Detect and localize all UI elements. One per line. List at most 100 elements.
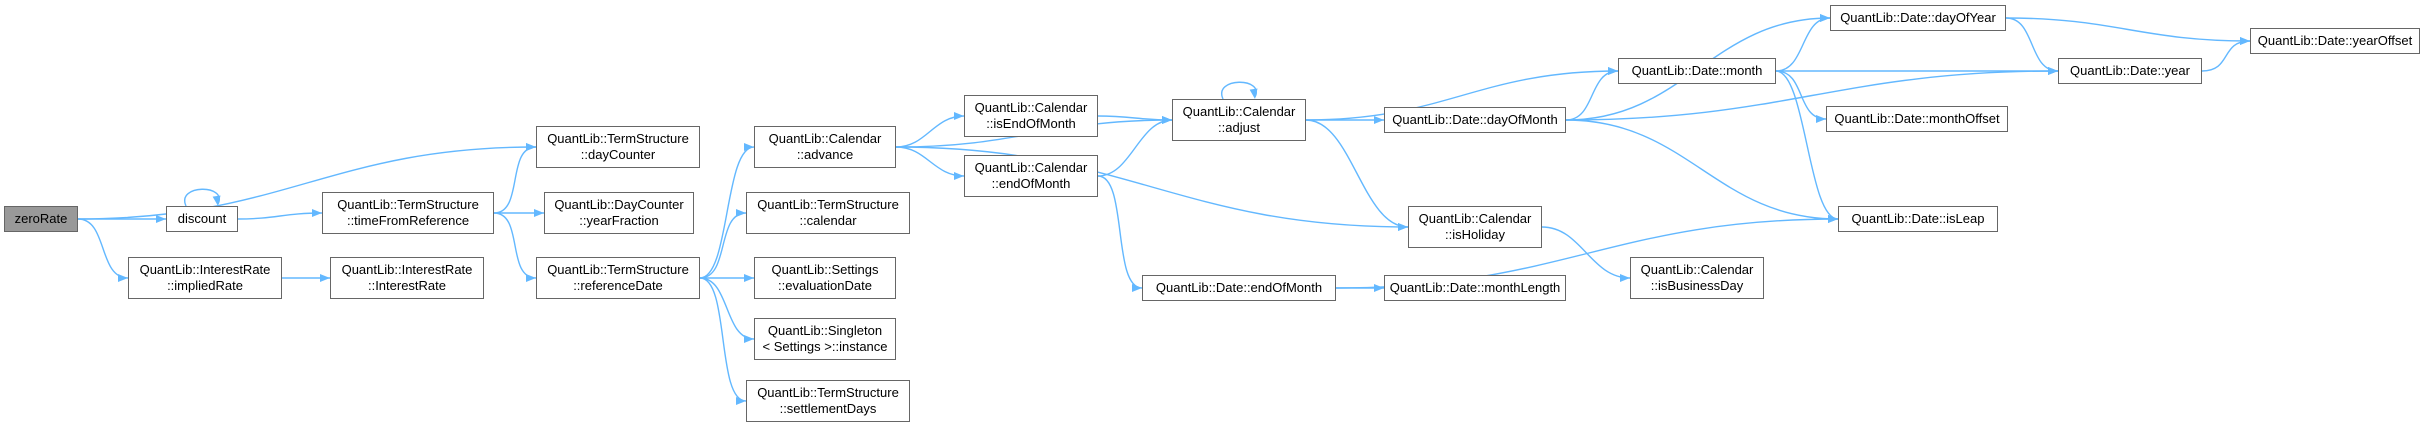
- node-date-year[interactable]: QuantLib::Date::year: [2058, 58, 2202, 84]
- node-label: ::timeFromReference: [346, 213, 470, 228]
- node-label: discount: [177, 211, 227, 226]
- node-term-structure-time-from-reference[interactable]: QuantLib::TermStructure ::timeFromRefere…: [322, 192, 494, 234]
- edge-n18-n21: [1565, 70, 1619, 121]
- node-term-structure-settlement-days[interactable]: QuantLib::TermStructure ::settlementDays: [746, 380, 910, 422]
- node-label: ::adjust: [1218, 120, 1260, 135]
- edge-n7-n10-arrow: [744, 274, 754, 282]
- node-label: QuantLib::Date::month: [1631, 63, 1763, 78]
- node-label: QuantLib::Date::dayOfMonth: [1392, 112, 1558, 127]
- edge-n15-n16-arrow: [1398, 223, 1408, 231]
- edge-n8-n14-arrow: [954, 172, 964, 180]
- node-interest-rate-implied-rate[interactable]: QuantLib::InterestRate ::impliedRate: [128, 257, 282, 299]
- edge-n7-n9-arrow: [736, 209, 746, 217]
- node-term-structure-reference-date[interactable]: QuantLib::TermStructure ::referenceDate: [536, 257, 700, 299]
- edge-n16-n20-arrow: [1620, 274, 1630, 282]
- edge-n7-n12-arrow: [736, 397, 746, 405]
- node-label: QuantLib::Date::year: [2070, 63, 2190, 78]
- node-date-month-length[interactable]: QuantLib::Date::monthLength: [1384, 275, 1566, 301]
- edge-n22-n25-arrow: [2048, 67, 2058, 75]
- edge-n1-n4-arrow: [312, 209, 322, 217]
- node-singleton-settings-instance[interactable]: QuantLib::Singleton < Settings >::instan…: [754, 318, 896, 360]
- node-interest-rate-constructor[interactable]: QuantLib::InterestRate ::InterestRate: [330, 257, 484, 299]
- edge-n2-n5-arrow: [320, 274, 330, 282]
- node-label: QuantLib::Date::isLeap: [1851, 211, 1985, 226]
- edge-n21-n23-arrow: [1816, 115, 1826, 123]
- edge-n15-n21: [1305, 70, 1619, 121]
- node-label: ::endOfMonth: [991, 176, 1071, 191]
- node-label: QuantLib::InterestRate: [139, 262, 271, 277]
- node-label: QuantLib::Calendar: [768, 131, 882, 146]
- node-calendar-is-end-of-month[interactable]: QuantLib::Calendar ::isEndOfMonth: [964, 95, 1098, 137]
- edge-n22-n25: [2005, 17, 2059, 72]
- edge-n17-n19-arrow: [1374, 284, 1384, 292]
- edge-n7-n8: [699, 146, 755, 279]
- edge-n8-n13: [895, 115, 965, 148]
- node-label: QuantLib::Settings: [771, 262, 879, 277]
- node-date-month-offset[interactable]: QuantLib::Date::monthOffset: [1826, 106, 2008, 132]
- node-label: QuantLib::Calendar: [974, 100, 1088, 115]
- node-settings-evaluation-date[interactable]: QuantLib::Settings ::evaluationDate: [754, 257, 896, 299]
- edge-n4-n3-arrow: [526, 143, 536, 151]
- node-label: ::isBusinessDay: [1650, 278, 1744, 293]
- edge-n14-n15-arrow: [1162, 116, 1172, 124]
- edge-n7-n8-arrow: [744, 143, 754, 151]
- node-label: ::InterestRate: [367, 278, 447, 293]
- edge-n21-n22-arrow: [1820, 14, 1830, 22]
- node-label: QuantLib::Calendar: [1418, 211, 1532, 226]
- node-date-day-of-month[interactable]: QuantLib::Date::dayOfMonth: [1384, 107, 1566, 133]
- edge-n1-n4: [237, 212, 323, 220]
- node-label: ::referenceDate: [573, 278, 663, 293]
- edge-n7-n11: [699, 277, 755, 340]
- node-label: zeroRate: [14, 211, 68, 226]
- edge-n14-n15: [1097, 119, 1173, 177]
- edge-n18-n25: [1565, 70, 2059, 121]
- edge-n16-n20: [1541, 226, 1631, 279]
- edge-n18-n24: [1565, 119, 1839, 220]
- node-zero-rate: zeroRate: [4, 206, 78, 232]
- node-label: ::dayCounter: [580, 147, 656, 162]
- node-label: QuantLib::Date::monthLength: [1389, 280, 1561, 295]
- edge-n15-n16: [1305, 119, 1409, 228]
- node-label: QuantLib::TermStructure: [547, 262, 689, 277]
- node-term-structure-calendar[interactable]: QuantLib::TermStructure ::calendar: [746, 192, 910, 234]
- node-label: QuantLib::Date::yearOffset: [2257, 33, 2413, 48]
- node-term-structure-day-counter[interactable]: QuantLib::TermStructure ::dayCounter: [536, 126, 700, 168]
- edge-n4-n6-arrow: [534, 209, 544, 217]
- node-label: QuantLib::Date::monthOffset: [1834, 111, 2000, 126]
- node-date-end-of-month[interactable]: QuantLib::Date::endOfMonth: [1142, 275, 1336, 301]
- node-label: QuantLib::TermStructure: [547, 131, 689, 146]
- edge-n0-n3: [77, 146, 537, 220]
- edge-n14-n17-arrow: [1132, 284, 1142, 292]
- node-calendar-adjust[interactable]: QuantLib::Calendar ::adjust: [1172, 99, 1306, 141]
- node-date-is-leap[interactable]: QuantLib::Date::isLeap: [1838, 206, 1998, 232]
- edge-n15-n18-arrow: [1374, 116, 1384, 124]
- node-calendar-advance[interactable]: QuantLib::Calendar ::advance: [754, 126, 896, 168]
- node-label: QuantLib::Singleton: [767, 323, 883, 338]
- node-date-month[interactable]: QuantLib::Date::month: [1618, 58, 1776, 84]
- node-date-year-offset[interactable]: QuantLib::Date::yearOffset: [2250, 28, 2420, 54]
- node-date-day-of-year[interactable]: QuantLib::Date::dayOfYear: [1830, 5, 2006, 31]
- node-label: QuantLib::Calendar: [1182, 104, 1296, 119]
- edge-n7-n11-arrow: [744, 335, 754, 343]
- node-label: QuantLib::InterestRate: [341, 262, 473, 277]
- node-calendar-is-holiday[interactable]: QuantLib::Calendar ::isHoliday: [1408, 206, 1542, 248]
- node-discount[interactable]: discount: [166, 206, 238, 232]
- node-label: QuantLib::TermStructure: [757, 385, 899, 400]
- node-calendar-end-of-month[interactable]: QuantLib::Calendar ::endOfMonth: [964, 155, 1098, 197]
- edge-n21-n22: [1775, 17, 1831, 72]
- node-label: ::evaluationDate: [778, 278, 872, 293]
- edge-n1-n1-arrow: [212, 195, 221, 206]
- node-label: QuantLib::DayCounter: [554, 197, 684, 212]
- edge-n13-n15: [1097, 115, 1173, 121]
- edge-n7-n12: [699, 277, 747, 402]
- node-calendar-is-business-day[interactable]: QuantLib::Calendar ::isBusinessDay: [1630, 257, 1764, 299]
- node-day-counter-year-fraction[interactable]: QuantLib::DayCounter ::yearFraction: [544, 192, 694, 234]
- node-label: QuantLib::Date::dayOfYear: [1840, 10, 1996, 25]
- node-label: ::yearFraction: [579, 213, 659, 228]
- node-label: QuantLib::TermStructure: [337, 197, 479, 212]
- node-label: ::calendar: [799, 213, 857, 228]
- edge-n25-n26-arrow: [2240, 37, 2250, 45]
- node-label: QuantLib::Date::endOfMonth: [1155, 280, 1323, 295]
